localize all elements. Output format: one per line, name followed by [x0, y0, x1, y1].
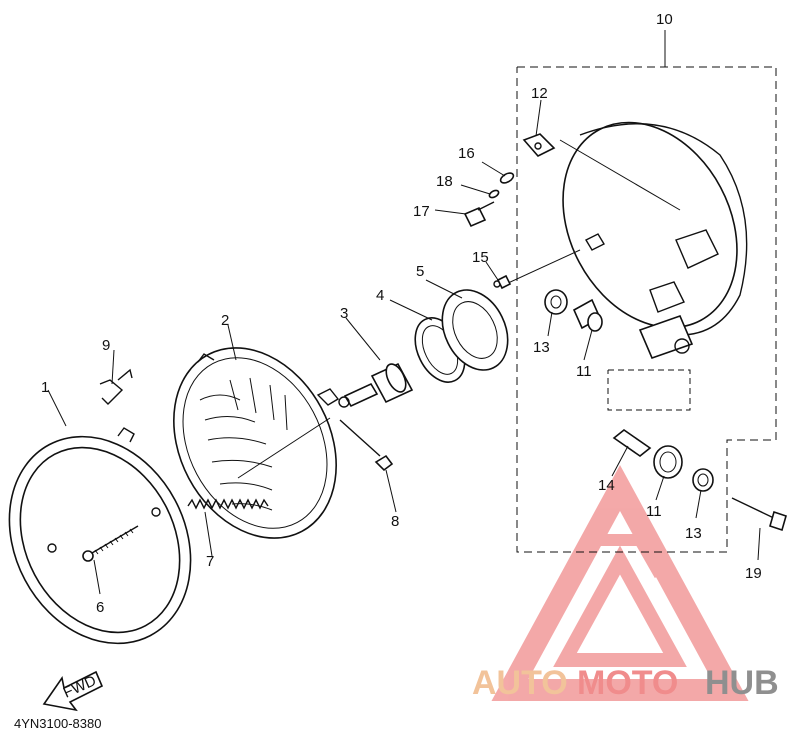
part-15-bolt	[496, 274, 512, 290]
callout-13-bottom: 13	[685, 525, 702, 542]
part-13-grommet-top	[544, 289, 568, 315]
callout-5: 5	[416, 263, 424, 280]
part-9-clip	[99, 368, 133, 405]
callout-8: 8	[391, 513, 399, 530]
callout-4: 4	[376, 287, 384, 304]
callout-12: 12	[531, 85, 548, 102]
part-14-collar	[612, 429, 652, 457]
part-6-screw	[82, 525, 139, 562]
watermark-moto: MOTO	[577, 664, 678, 702]
part-19-bolt	[731, 497, 787, 532]
callout-1: 1	[41, 379, 49, 396]
callout-10: 10	[656, 11, 673, 28]
callout-7: 7	[206, 553, 214, 570]
callout-16: 16	[458, 145, 475, 162]
assembly-box-10	[516, 66, 777, 553]
callout-11-top: 11	[576, 363, 592, 380]
part-2-lens	[173, 347, 340, 539]
callout-17: 17	[413, 203, 430, 220]
part-11-bush-bottom	[653, 445, 683, 479]
part-5-cover	[441, 280, 509, 371]
watermark-logo	[491, 464, 749, 701]
callout-2: 2	[221, 312, 229, 329]
callout-3: 3	[340, 305, 348, 322]
callout-11-bottom: 11	[646, 503, 662, 520]
callout-15: 15	[472, 249, 489, 266]
part-3-bulb	[338, 362, 414, 408]
callout-13-top: 13	[533, 339, 550, 356]
watermark-hub: HUB	[705, 664, 779, 702]
part-10-housing	[505, 121, 748, 360]
fwd-arrow: FWD	[42, 670, 104, 712]
part-16-washer	[499, 172, 515, 184]
part-code: 4YN3100-8380	[14, 716, 101, 731]
callout-18: 18	[436, 173, 453, 190]
watermark-auto: AUTO	[472, 664, 568, 702]
watermark-text: AUTO MOTO HUB	[472, 664, 779, 702]
part-8-clip	[339, 419, 394, 472]
part-7-spring	[187, 417, 331, 510]
callouts: 1 2 3 4 5 6 7 8 9 10 11 11 12 13 13 14 1…	[41, 11, 762, 616]
part-18-washer	[488, 189, 500, 199]
callout-14: 14	[598, 477, 615, 494]
callout-19: 19	[745, 565, 762, 582]
part-1-rim	[8, 427, 192, 645]
part-13-grommet-bottom	[692, 468, 714, 492]
leader-lines	[47, 30, 761, 595]
part-11-bush-top	[572, 298, 603, 332]
part-17-bolt	[463, 201, 495, 228]
part-12-bracket	[522, 133, 556, 157]
callout-6: 6	[96, 599, 104, 616]
assembly-box-inset	[607, 369, 691, 411]
callout-9: 9	[102, 337, 110, 354]
